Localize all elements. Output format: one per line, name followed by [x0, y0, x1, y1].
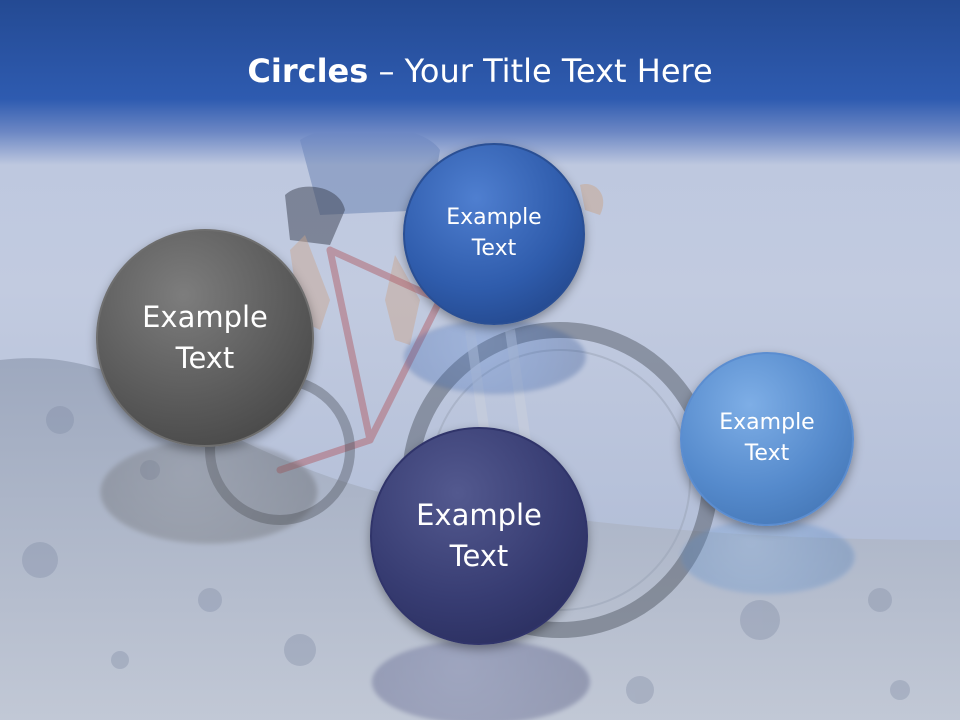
circle-blue[interactable]: Example Text: [403, 143, 585, 325]
title-rest: – Your Title Text Here: [368, 52, 713, 90]
circle-gray[interactable]: Example Text: [96, 229, 314, 447]
title-bold: Circles: [247, 52, 369, 90]
circle-navy[interactable]: Example Text: [370, 427, 588, 645]
circle-gray-reflection: [100, 440, 318, 544]
title-bar: [0, 0, 960, 165]
circle-light-blue-reflection: [681, 520, 855, 594]
circle-light-blue-label: Example Text: [719, 410, 815, 466]
circle-gray-label: Example Text: [142, 300, 268, 375]
circle-light-blue[interactable]: Example Text: [680, 352, 854, 526]
circle-navy-label: Example Text: [416, 498, 542, 573]
circle-blue-reflection: [404, 320, 586, 394]
slide-title: Circles – Your Title Text Here: [0, 52, 960, 90]
circle-blue-label: Example Text: [446, 205, 542, 261]
circle-navy-reflection: [372, 640, 590, 720]
